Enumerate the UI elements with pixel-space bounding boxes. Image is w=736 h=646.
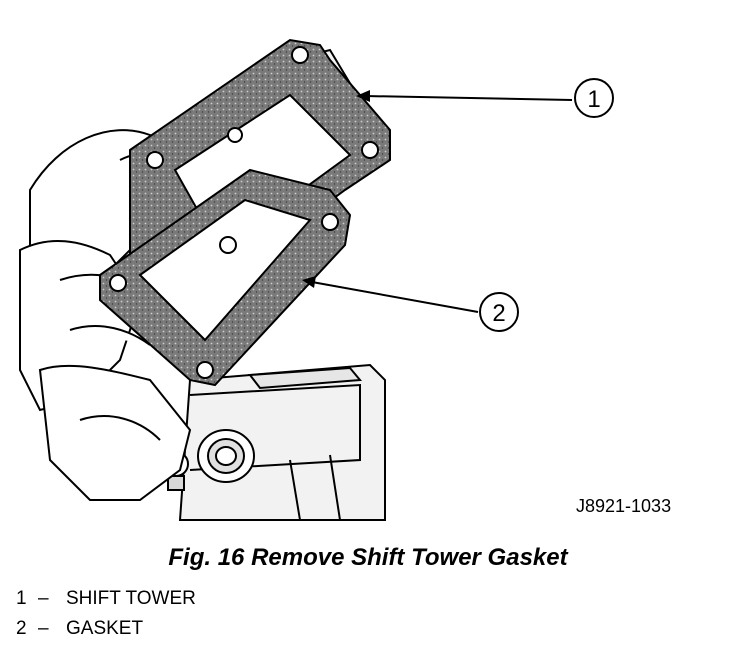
legend-item: 2–GASKET	[16, 614, 196, 644]
case-bolt-large	[197, 429, 255, 483]
legend-item: 1–SHIFT TOWER	[16, 584, 196, 614]
callout-number-1: 1	[587, 86, 600, 113]
figure-id-code: J8921-1033	[576, 496, 672, 516]
callout-leader-1	[356, 90, 573, 102]
gasket-removal-illustration: 1 2	[19, 38, 614, 521]
legend-label: GASKET	[66, 618, 144, 639]
figure-caption: Fig. 16 Remove Shift Tower Gasket	[168, 544, 568, 571]
legend-separator: –	[38, 618, 49, 639]
callout-number-2: 2	[492, 300, 505, 327]
legend-number: 1	[16, 588, 27, 609]
callout-leader-2	[302, 276, 479, 313]
callout-legend: 1–SHIFT TOWER 2–GASKET	[16, 584, 196, 644]
legend-number: 2	[16, 618, 27, 639]
legend-separator: –	[38, 588, 49, 609]
callout-marker-1: 1	[574, 78, 614, 118]
legend-label: SHIFT TOWER	[66, 588, 196, 609]
shift-tower-gasket-lower	[99, 168, 352, 387]
callout-marker-2: 2	[479, 292, 519, 332]
